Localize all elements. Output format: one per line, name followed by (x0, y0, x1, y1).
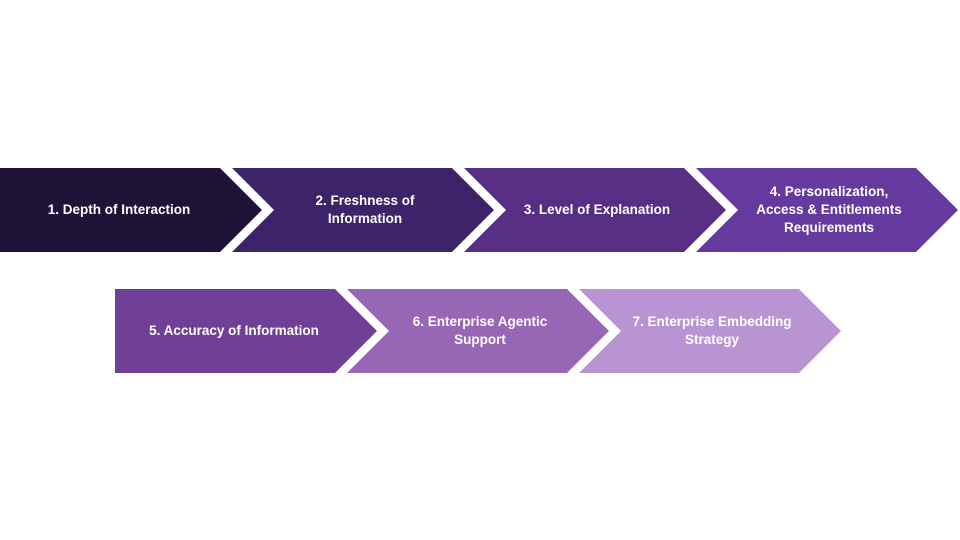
step-4-chevron: 4. Personalization, Access & Entitlement… (696, 168, 958, 252)
step-7-chevron: 7. Enterprise Embedding Strategy (579, 289, 841, 373)
step-2-chevron: 2. Freshness of Information (232, 168, 494, 252)
step-1-label: 1. Depth of Interaction (47, 202, 191, 218)
chevron-row-bottom: 5. Accuracy of Information 6. Enterprise… (115, 289, 841, 373)
step-6-chevron: 6. Enterprise Agentic Support (347, 289, 609, 373)
step-7-label: 7. Enterprise Embedding Strategy (632, 314, 792, 347)
step-2-label: 2. Freshness of Information (315, 193, 415, 226)
step-4-label: 4. Personalization, Access & Entitlement… (756, 184, 902, 235)
step-3-label: 3. Level of Explanation (523, 202, 671, 218)
chevron-row-top: 1. Depth of Interaction 2. Freshness of … (0, 168, 958, 252)
step-5-label: 5. Accuracy of Information (149, 323, 319, 339)
step-1-chevron: 1. Depth of Interaction (0, 168, 262, 252)
step-5-chevron: 5. Accuracy of Information (115, 289, 377, 373)
step-6-label: 6. Enterprise Agentic Support (412, 314, 548, 347)
step-3-chevron: 3. Level of Explanation (464, 168, 726, 252)
